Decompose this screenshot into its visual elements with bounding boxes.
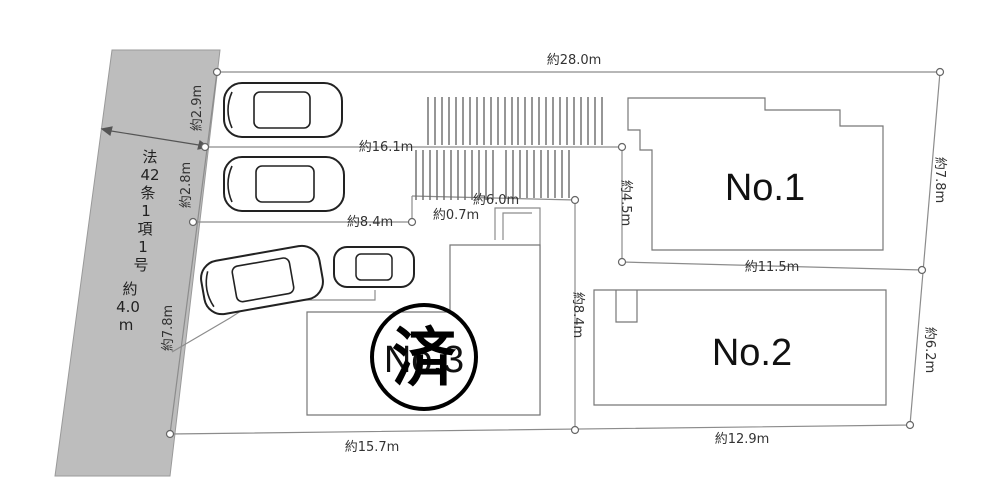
lot2-house-notch xyxy=(615,290,638,323)
road-label-line: 1 xyxy=(138,238,148,256)
dim-bottom-right: 約12.9m xyxy=(715,432,770,447)
lot2-house-footprint xyxy=(593,289,887,406)
road-label-line: 法 xyxy=(142,148,157,166)
dim-lot1-right: 約7.8m xyxy=(932,157,947,203)
dim-right-bottom: 約6.2m xyxy=(922,327,937,373)
car-4 xyxy=(333,246,415,288)
lot1-label: No.1 xyxy=(725,167,805,209)
dim-center-width: 約6.0m xyxy=(473,193,519,208)
lot3-label: No.3 xyxy=(384,339,464,381)
road-label-line: 項 xyxy=(137,220,152,238)
lot1-house-footprint xyxy=(627,97,884,251)
dim-lot1-left: 約4.5m xyxy=(618,180,633,226)
dim-mid-horizontal: 約16.1m xyxy=(359,140,414,155)
dim-bottom-left: 約15.7m xyxy=(345,440,400,455)
car-2 xyxy=(223,156,345,212)
road-label-line: 1 xyxy=(141,202,151,220)
road-label-line: m xyxy=(119,316,134,334)
road-width-arrow xyxy=(100,126,210,150)
access-hatching xyxy=(415,97,603,200)
dim-center-vertical: 約8.4m xyxy=(570,292,585,338)
boundary-vertices xyxy=(165,67,945,439)
car-3 xyxy=(200,244,324,316)
road-label-line: 約 xyxy=(122,280,137,298)
car-1 xyxy=(223,82,343,138)
dim-parking-front: 約8.4m xyxy=(347,215,393,230)
road-label-line: 42 xyxy=(140,166,159,184)
road-label-line: 号 xyxy=(133,256,148,274)
sold-stamp: 済 xyxy=(370,303,478,411)
road-label: 法 42 条 1 項 1 号 約 4.0 m xyxy=(116,148,159,334)
lot2-label: No.2 xyxy=(712,332,792,374)
dim-left-bottom: 約7.8m xyxy=(161,305,176,351)
dim-left-mid: 約2.8m xyxy=(179,162,194,208)
road-label-line: 4.0 xyxy=(116,298,140,316)
dim-divider: 約11.5m xyxy=(745,260,800,275)
dim-top: 約28.0m xyxy=(547,53,602,68)
dim-left-top: 約2.9m xyxy=(190,85,205,131)
dim-gap: 約0.7m xyxy=(433,208,479,223)
sold-stamp-text: 済 xyxy=(392,322,457,396)
road-label-line: 条 xyxy=(140,184,155,202)
